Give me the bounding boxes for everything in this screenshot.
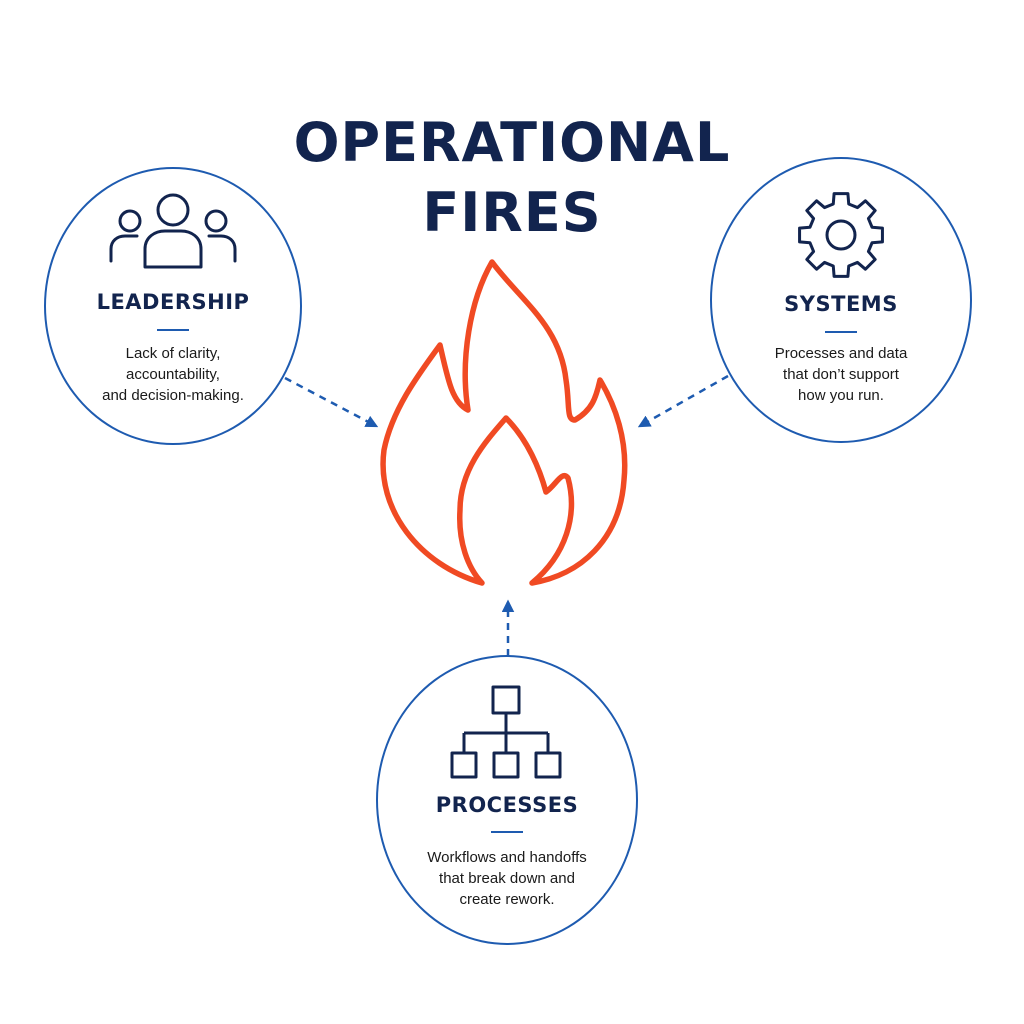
arrow-systems-to-fire (637, 374, 729, 428)
systems-title: SYSTEMS (784, 292, 898, 316)
flame-outer (380, 259, 628, 586)
gear-hub (825, 219, 857, 251)
leadership-node: LEADERSHIP Lack of clarity, accountabili… (44, 167, 302, 445)
leadership-desc-line-1: Lack of clarity, (125, 345, 221, 362)
processes-desc-line-2: that break down and (439, 870, 575, 887)
processes-title: PROCESSES (435, 793, 579, 817)
org-chart-icon (378, 683, 636, 783)
processes-divider (491, 831, 523, 833)
leadership-desc-line-2: accountability, (126, 366, 220, 383)
leadership-description: Lack of clarity, accountability, and dec… (46, 343, 300, 406)
page-title: OPERATIONAL FIRES (0, 108, 1024, 248)
gear-outline (798, 192, 884, 278)
systems-desc-line-3: how you run. (798, 387, 884, 404)
gear-icon (712, 187, 970, 283)
processes-description: Workflows and handoffs that break down a… (378, 847, 636, 910)
title-line-2: FIRES (422, 181, 602, 244)
title-line-1: OPERATIONAL (293, 111, 731, 174)
leadership-desc-line-3: and decision-making. (102, 387, 244, 404)
systems-node: SYSTEMS Processes and data that don’t su… (710, 157, 972, 443)
processes-desc-line-3: create rework. (459, 891, 555, 908)
leadership-divider (157, 329, 189, 331)
processes-node: PROCESSES Workflows and handoffs that br… (376, 655, 638, 945)
processes-desc-line-1: Workflows and handoffs (427, 849, 587, 866)
leadership-title: LEADERSHIP (96, 290, 250, 314)
systems-description: Processes and data that don’t support ho… (712, 343, 970, 406)
systems-desc-line-2: that don’t support (783, 366, 899, 383)
systems-divider (825, 331, 857, 333)
arrow-leadership-to-fire (284, 376, 379, 428)
systems-desc-line-1: Processes and data (774, 345, 908, 362)
people-group-icon (46, 189, 300, 269)
